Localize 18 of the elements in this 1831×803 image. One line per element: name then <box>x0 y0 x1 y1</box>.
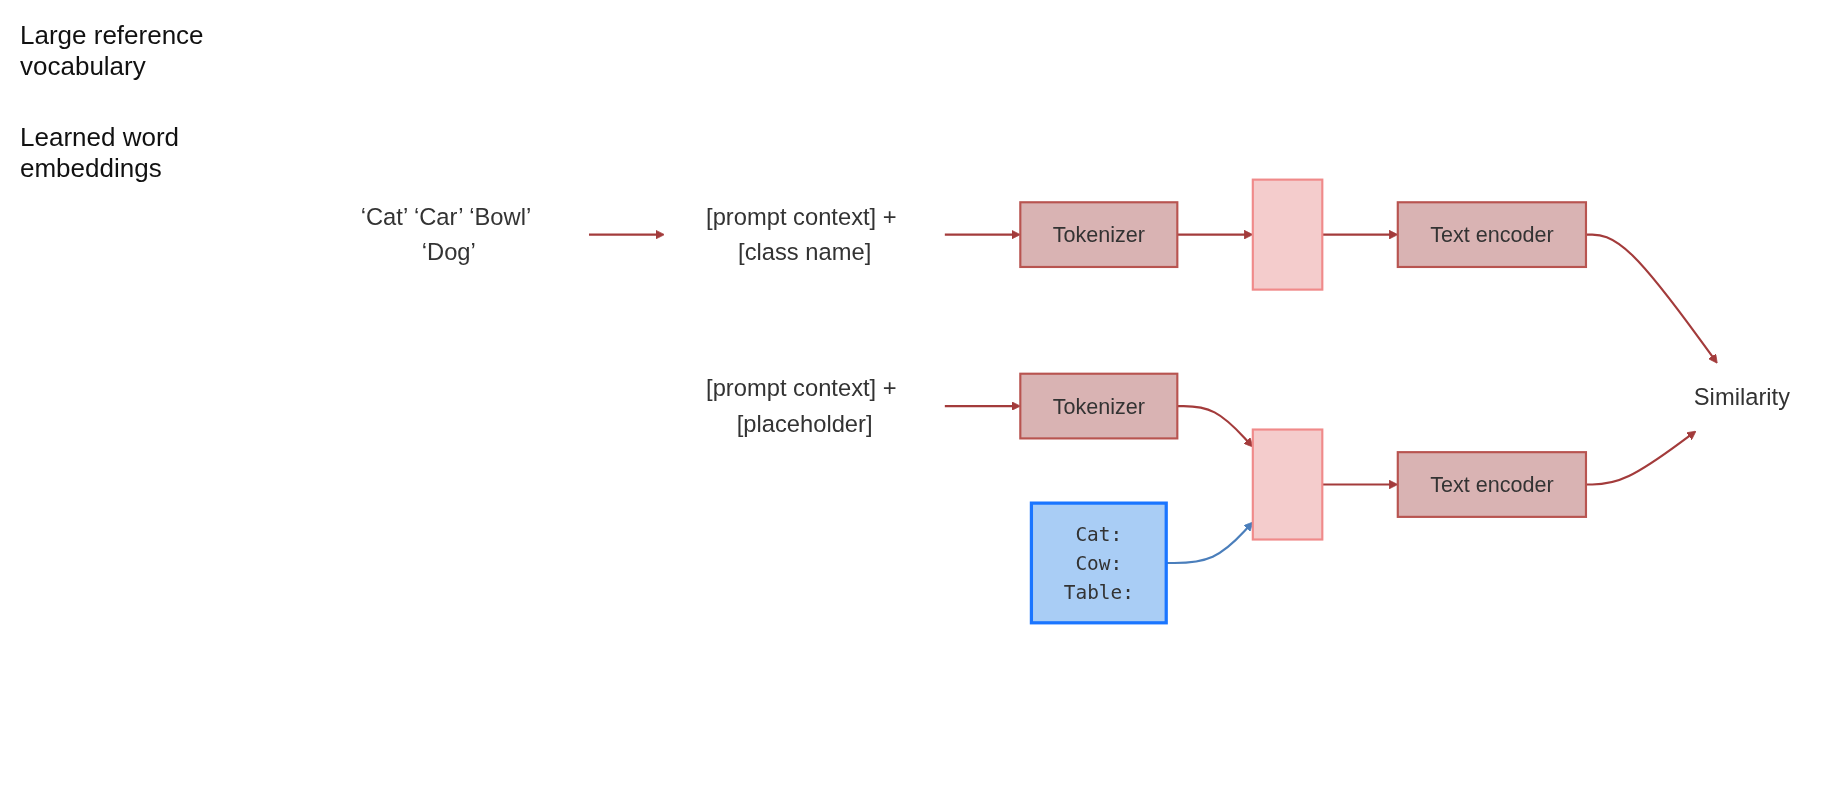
node-box <box>1251 178 1324 291</box>
node-box: Text encoder <box>1396 451 1588 519</box>
node-text: Similarity <box>1693 383 1791 411</box>
arrow <box>1585 431 1697 486</box>
node-box <box>1251 428 1324 541</box>
section-label: Learned word embeddings <box>20 122 180 184</box>
arrow <box>1585 233 1718 364</box>
node-box: Cat: Cow: Table: <box>1029 501 1168 625</box>
node-text: ‘Cat’ ‘Car’ ‘Bowl’ ‘Dog’ <box>360 203 531 267</box>
arrow <box>589 230 665 240</box>
node-text: [prompt context] + [class name] <box>706 203 897 267</box>
section-label: Large reference vocabulary <box>20 20 205 82</box>
arrow <box>944 230 1021 240</box>
node-box: Tokenizer <box>1019 372 1179 440</box>
node-box: Text encoder <box>1396 201 1588 269</box>
arrow <box>944 401 1021 412</box>
node-text: [prompt context] + [placeholder] <box>706 375 897 438</box>
node-box: Tokenizer <box>1019 201 1179 269</box>
